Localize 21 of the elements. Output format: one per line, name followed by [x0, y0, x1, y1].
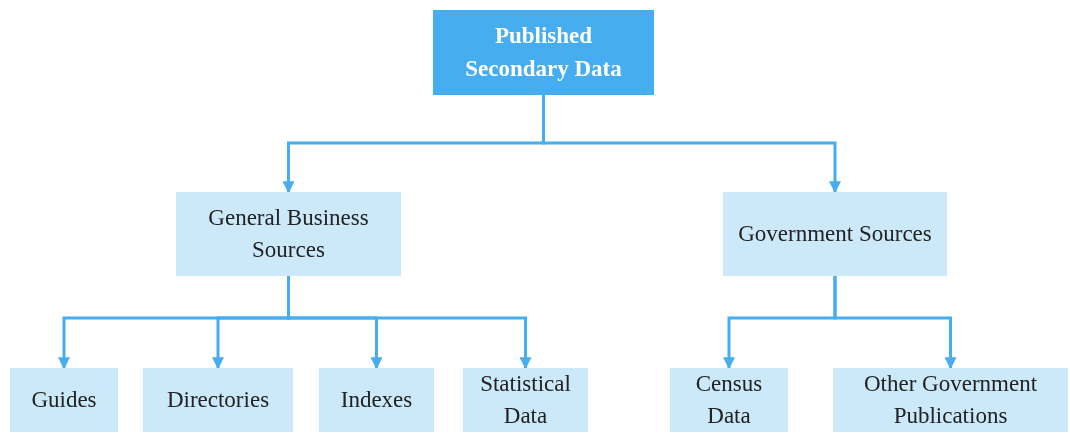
connector-arrow	[287, 276, 532, 370]
node-label: Directories	[166, 385, 270, 414]
node-label: Indexes	[340, 385, 413, 414]
node-label: Guides	[31, 385, 97, 414]
connector-arrow	[542, 95, 841, 194]
node-label: Government Sources	[738, 219, 932, 248]
category-box	[833, 368, 1068, 432]
category-box	[176, 192, 401, 276]
node-label: General Business Sources	[207, 203, 370, 264]
root-box	[433, 10, 654, 95]
category-box	[723, 192, 947, 276]
node-label: Other Government Publications	[862, 369, 1039, 430]
node-label: Published Secondary Data	[464, 22, 623, 83]
category-box	[143, 368, 293, 432]
category-box	[463, 368, 588, 432]
connector-arrow	[833, 276, 957, 370]
category-box	[670, 368, 788, 432]
node-label: Statistical Data	[479, 369, 572, 430]
category-box	[319, 368, 434, 432]
category-box	[10, 368, 118, 432]
node-label: Census Data	[694, 369, 764, 430]
